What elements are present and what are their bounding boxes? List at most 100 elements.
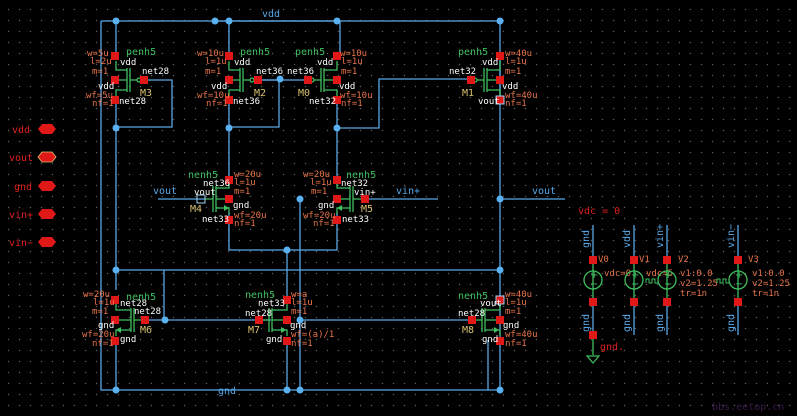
terminal-d[interactable] bbox=[496, 52, 504, 60]
terminal-s[interactable] bbox=[225, 96, 233, 104]
pin-vin-plus[interactable]: vin+ bbox=[9, 209, 56, 221]
terminal-label: net33 bbox=[258, 299, 285, 309]
terminal-minus[interactable] bbox=[630, 298, 638, 306]
param-wf: wf=40u bbox=[505, 91, 538, 101]
source-v0[interactable]: + − V0 vdc=0 gnd. gnd bbox=[581, 225, 631, 364]
source-v2[interactable]: + − V2 v1:0.0 v2=1.25 tr=1n vin+ gnd bbox=[645, 224, 718, 335]
terminal-g[interactable] bbox=[468, 316, 476, 324]
wire-diff-tail[interactable] bbox=[228, 212, 338, 251]
terminal-plus[interactable] bbox=[630, 256, 638, 264]
terminal-s[interactable] bbox=[333, 216, 341, 224]
terminal-plus[interactable] bbox=[734, 256, 742, 264]
terminal-b[interactable] bbox=[283, 316, 291, 324]
terminal-g[interactable] bbox=[196, 194, 206, 204]
terminal-b[interactable] bbox=[496, 76, 504, 84]
svg-text:+: + bbox=[664, 270, 672, 281]
transistor-m5[interactable]: nenh5 w=20u l=1u m=1 wf=20u nf=1 net32 v… bbox=[303, 170, 376, 229]
transistor-m6[interactable]: nenh5 w=20u l=1u m=1 wf=20u nf=1 net28 n… bbox=[82, 290, 161, 349]
terminal-plus[interactable] bbox=[589, 256, 597, 264]
terminal-d[interactable] bbox=[225, 52, 233, 60]
pin-vout[interactable]: vout bbox=[9, 151, 57, 164]
terminal-s[interactable] bbox=[283, 337, 291, 345]
terminal-minus[interactable] bbox=[734, 298, 742, 306]
terminal-plus[interactable] bbox=[663, 256, 671, 264]
terminal-minus[interactable] bbox=[589, 298, 597, 306]
terminal-g[interactable] bbox=[304, 76, 312, 84]
transistor-m0[interactable]: penh5 w=10u l=1u m=1 wf=10u nf=1 vdd vdd… bbox=[287, 47, 373, 109]
transistor-m3[interactable]: penh5 w=5u l=2u m=1 wf=5u nf=1 vdd vdd n… bbox=[86, 47, 169, 109]
terminal-s[interactable] bbox=[111, 337, 119, 345]
terminal-label: net28 bbox=[119, 97, 146, 107]
pmos-symbol-icon bbox=[314, 61, 338, 96]
terminal-b[interactable] bbox=[333, 195, 341, 203]
pin-hexagon-icon bbox=[38, 209, 56, 219]
terminal-b[interactable] bbox=[225, 195, 233, 203]
svg-text:−: − bbox=[664, 279, 672, 290]
pin-vdd[interactable]: vdd bbox=[12, 124, 56, 136]
svg-text:−: − bbox=[590, 279, 598, 290]
terminal-b[interactable] bbox=[111, 76, 119, 84]
transistor-m2[interactable]: penh5 w=10u l=1u m=1 wf=10u nf=1 vdd vdd… bbox=[197, 47, 283, 109]
net-label-gnd: gnd bbox=[218, 386, 236, 397]
source-v3[interactable]: + − V3 v1:0.0 v2=1.25 tr=1n vin− gnd bbox=[716, 224, 790, 335]
param-nf: nf=1 bbox=[341, 99, 363, 109]
terminal-s[interactable] bbox=[496, 337, 504, 345]
param-w: w=a bbox=[291, 290, 307, 300]
svg-text:gnd.: gnd. bbox=[600, 342, 624, 353]
pin-gnd[interactable]: gnd bbox=[14, 181, 56, 193]
wire-net28-m8[interactable] bbox=[163, 270, 271, 320]
param-wf: wf=40u bbox=[505, 330, 538, 340]
terminal-b[interactable] bbox=[225, 76, 233, 84]
pin-vin-minus[interactable]: vin− bbox=[9, 237, 56, 249]
terminal-d[interactable] bbox=[283, 296, 291, 304]
arrow-icon bbox=[281, 327, 286, 333]
terminal-d[interactable] bbox=[111, 52, 119, 60]
terminal-b[interactable] bbox=[496, 316, 504, 324]
terminal-g[interactable] bbox=[254, 76, 262, 84]
wire-m3[interactable] bbox=[115, 21, 173, 128]
terminal-d[interactable] bbox=[495, 295, 505, 305]
terminal-b[interactable] bbox=[333, 76, 341, 84]
svg-text:gnd: gnd bbox=[726, 314, 737, 332]
terminal-g[interactable] bbox=[141, 316, 149, 324]
junction bbox=[496, 266, 504, 274]
param-m: m=1 bbox=[92, 307, 108, 317]
terminal-d[interactable] bbox=[111, 296, 119, 304]
svg-text:gnd: gnd bbox=[581, 230, 592, 248]
param-w: w=20u bbox=[234, 170, 261, 180]
terminal-label: vout bbox=[480, 299, 502, 309]
param-l: l=1u bbox=[505, 57, 527, 67]
terminal-s[interactable] bbox=[225, 216, 233, 224]
terminal-s[interactable] bbox=[111, 96, 119, 104]
terminal-label: net28 bbox=[458, 309, 485, 319]
wire-vdd-left[interactable] bbox=[100, 21, 500, 391]
transistor-m1[interactable]: penh5 w=40u l=1u m=1 wf=40u nf=1 vdd vdd… bbox=[449, 47, 538, 109]
param-w: w=20u bbox=[83, 290, 110, 300]
transistor-m8[interactable]: nenh5 w=40u l=1u m=1 wf=40u nf=1 vout ne… bbox=[458, 290, 538, 349]
svg-text:v2=1.25: v2=1.25 bbox=[752, 279, 790, 289]
wire-m0-bottom[interactable] bbox=[336, 78, 470, 129]
terminal-g[interactable] bbox=[361, 195, 369, 203]
param-m: m=1 bbox=[92, 67, 108, 77]
transistor-m7[interactable]: nenh5 w=a l=1u m=1 wf=(a)/1 nf=1 net33 n… bbox=[245, 290, 334, 349]
param-m: m=1 bbox=[291, 307, 307, 317]
junction bbox=[225, 124, 233, 132]
terminal-label: gnd bbox=[98, 321, 114, 331]
svg-text:v1:0.0: v1:0.0 bbox=[752, 269, 785, 279]
terminal-gnd[interactable] bbox=[589, 331, 597, 339]
terminal-g[interactable] bbox=[140, 76, 148, 84]
terminal-d[interactable] bbox=[333, 176, 341, 184]
wire-net28-h[interactable] bbox=[115, 269, 500, 290]
terminal-s[interactable] bbox=[495, 95, 505, 105]
terminal-g[interactable] bbox=[255, 316, 263, 324]
terminal-b[interactable] bbox=[111, 316, 119, 324]
terminal-s[interactable] bbox=[333, 96, 341, 104]
svg-text:gnd: gnd bbox=[622, 314, 633, 332]
terminal-g[interactable] bbox=[467, 76, 475, 84]
terminal-d[interactable] bbox=[225, 176, 233, 184]
terminal-d[interactable] bbox=[333, 52, 341, 60]
terminal-minus[interactable] bbox=[663, 298, 671, 306]
transistor-m4[interactable]: nenh5 w=20u l=1u m=1 wf=20u nf=1 net36 v… bbox=[188, 170, 267, 229]
